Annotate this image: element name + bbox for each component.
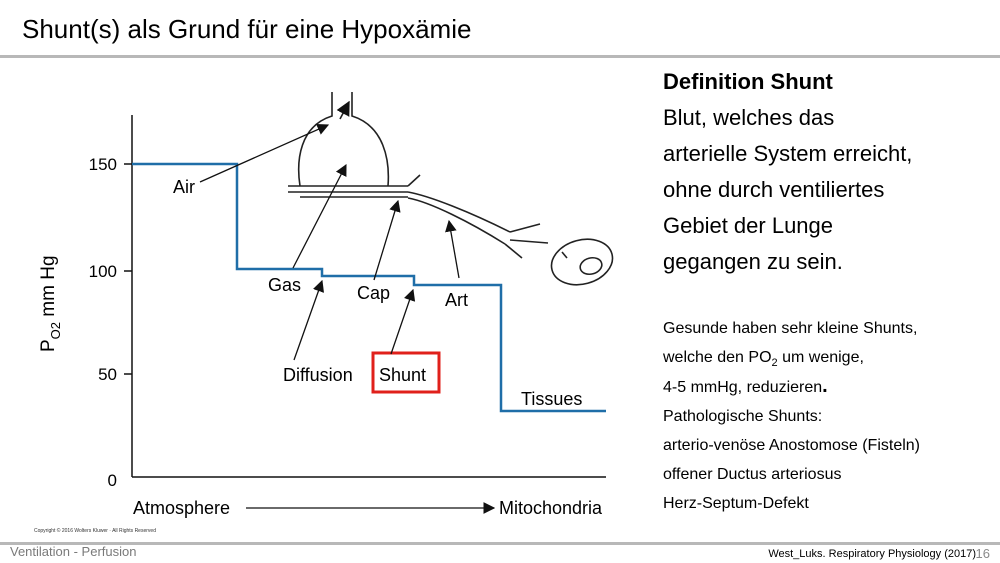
stage-label-tissues: Tissues [521,389,582,409]
footer-divider [0,542,1000,545]
notes-line: Gesunde haben sehr kleine Shunts, [663,320,918,337]
alveolus-illustration [288,92,549,259]
tissue-cell-illustration [550,238,614,286]
footer-citation: West_Luks. Respiratory Physiology (2017) [768,548,976,560]
stage-label-art: Art [445,290,468,310]
footer-section-label: Ventilation - Perfusion [10,544,137,559]
definition-line: Blut, welches das [663,105,835,130]
notes-line: offener Ductus arteriosus [663,466,842,483]
stage-label-diffusion: Diffusion [283,365,353,385]
definition-line: Gebiet der Lunge [663,213,834,238]
notes-line: Pathologische Shunts: [663,408,823,425]
y-axis-label: PO2 mm Hg [38,255,63,352]
shunt-highlight-box [371,351,441,394]
copyright-notice: Copyright © 2016 Wolters Kluwer · All Ri… [34,528,156,534]
po2-cascade-line [132,162,606,413]
definition-line: ohne durch ventiliertes [663,177,885,202]
y-tick-label-50: 50 [98,365,117,384]
stage-label-air: Air [173,177,195,197]
stage-label-gas: Gas [268,275,301,295]
stage-label-cap: Cap [357,283,390,303]
pointer-arrows [199,123,460,361]
stage-label-shunt: Shunt [379,365,426,385]
notes-line: welche den PO2 um wenige, [663,349,864,370]
notes-line: Herz-Septum-Defekt [663,495,809,512]
definition-block: Definition Shunt Blut, welches das arter… [663,64,993,280]
x-axis-end-label: Mitochondria [499,498,603,518]
definition-line: gegangen zu sein. [663,249,843,274]
page-number: 16 [975,546,990,561]
notes-line: 4-5 mmHg, reduzieren. [663,375,828,397]
definition-heading: Definition Shunt [663,69,833,94]
notes-line: arterio-venöse Anostomose (Fisteln) [663,437,920,454]
slide-title: Shunt(s) als Grund für eine Hypoxämie [22,14,472,44]
title-divider [0,55,1000,58]
y-tick-label-150: 150 [89,155,117,174]
notes-block: Gesunde haben sehr kleine Shunts, welche… [663,314,993,518]
y-tick-label-100: 100 [89,262,117,281]
po2-cascade-diagram: 150 100 50 0 PO2 mm Hg Atmosphere Mitoch… [38,92,614,518]
x-axis-start-label: Atmosphere [133,498,230,518]
definition-line: arterielle System erreicht, [663,141,913,166]
y-tick-label-0: 0 [108,471,117,490]
